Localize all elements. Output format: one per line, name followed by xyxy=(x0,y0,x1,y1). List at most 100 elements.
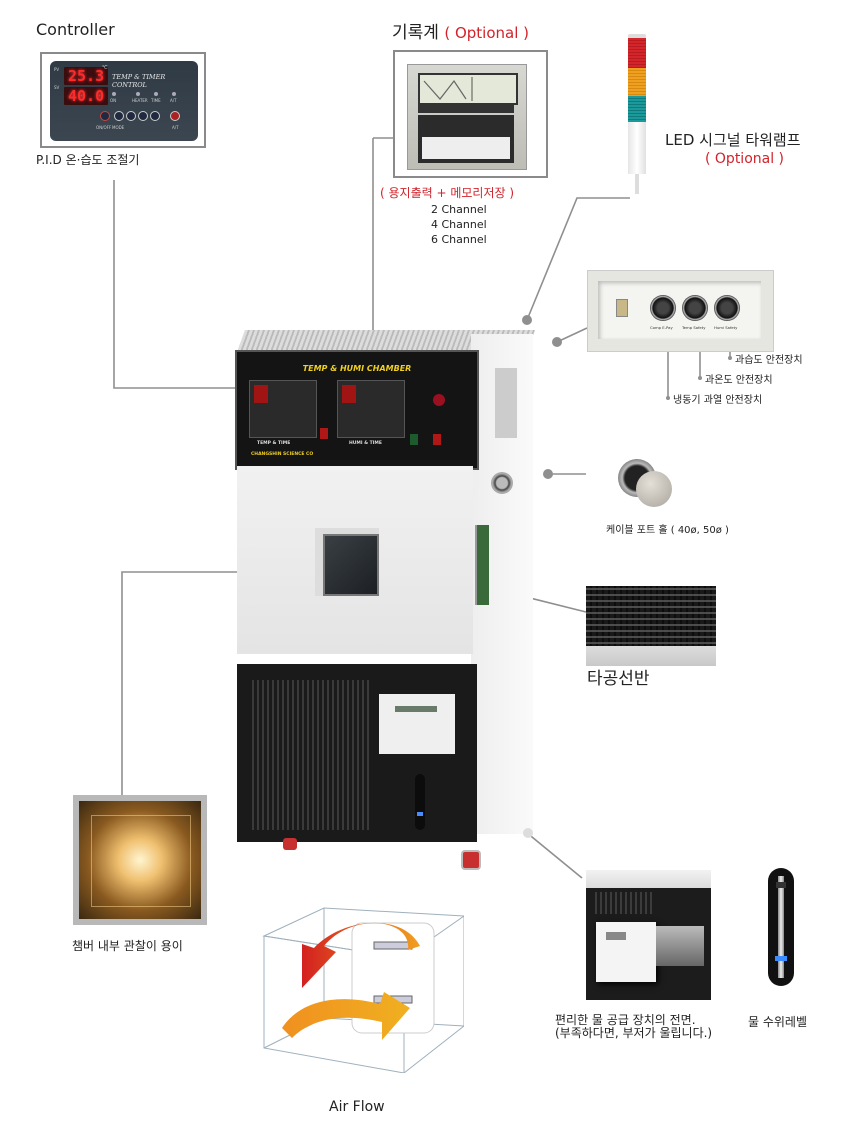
airflow-arrow-bottom xyxy=(282,992,410,1040)
tower-optional: ( Optional ) xyxy=(705,151,785,167)
machine-compartment xyxy=(237,664,477,842)
down-button xyxy=(138,111,148,121)
cable-port-image xyxy=(612,455,672,515)
temp-controller xyxy=(249,380,317,438)
channel-option: 6 Channel xyxy=(431,233,487,246)
caster xyxy=(523,828,533,838)
temp-switch xyxy=(320,428,328,439)
water-level-gauge xyxy=(415,774,425,830)
recorder-keys xyxy=(418,105,514,113)
tower-green-light xyxy=(628,96,646,122)
airflow-arrow-top xyxy=(302,922,420,988)
on-led xyxy=(112,92,116,96)
tower-red-light xyxy=(628,38,646,68)
viewing-window-frame xyxy=(315,528,379,596)
drawer-front xyxy=(596,922,656,982)
chamber-control-panel: TEMP & HUMI CHAMBER TEMP & TIME HUMI & T… xyxy=(235,350,479,470)
at-button xyxy=(170,111,180,121)
sv-display: 40.0 xyxy=(64,87,109,105)
water-supply-caption: 편리한 물 공급 장치의 전면. (부족하다면, 부저가 울립니다.) xyxy=(555,1014,712,1040)
temp-time-label: TEMP & TIME xyxy=(257,441,291,446)
water-supply-caption-line2: (부족하다면, 부저가 울립니다.) xyxy=(555,1026,713,1040)
knob-label: Comp E-Pay xyxy=(650,325,673,330)
mode-button xyxy=(114,111,124,121)
leader-controller xyxy=(113,180,244,389)
recorder-feature: ( 용지출력 + 메모리저장 ) xyxy=(380,186,515,200)
recorder-title-text: 기록계 xyxy=(392,23,439,43)
pv-display: 25.3 xyxy=(64,67,109,85)
cable-port-caption: 케이블 포트 홀 ( 40ø, 50ø ) xyxy=(606,525,729,536)
comp-knob xyxy=(650,295,676,321)
humi-controller xyxy=(337,380,405,438)
tower-amber-light xyxy=(628,68,646,96)
shelf-caption: 타공선반 xyxy=(587,669,650,689)
water-drawer xyxy=(379,694,455,754)
chamber-interior-image xyxy=(73,795,207,925)
at-led xyxy=(172,92,176,96)
recorder-trend-icon xyxy=(423,77,473,101)
power-button xyxy=(100,111,110,121)
safety-panel-image: Comp E-Pay Temp Safety Humi Safety xyxy=(587,270,774,352)
tower-pole xyxy=(635,174,639,194)
safety-panel-inner: Comp E-Pay Temp Safety Humi Safety xyxy=(598,281,761,339)
chamber-image: TEMP & HUMI CHAMBER TEMP & TIME HUMI & T… xyxy=(233,320,553,880)
up-button xyxy=(150,111,160,121)
brand-label: CHANGSHIN SCIENCE CO xyxy=(251,452,314,457)
vent-grille xyxy=(249,680,369,830)
channel-option: 2 Channel xyxy=(431,203,487,216)
at-label: A/T xyxy=(172,125,179,130)
airflow-caption: Air Flow xyxy=(329,1099,385,1115)
humi-safety-caption: 과습도 안전장치 xyxy=(735,355,803,366)
left-button xyxy=(126,111,136,121)
window-caption: 챔버 내부 관찰이 용이 xyxy=(72,939,183,953)
tower-title: LED 시그널 타워램프 xyxy=(665,131,801,149)
temp-knob xyxy=(682,295,708,321)
onoff-label: ON/OFF xyxy=(96,125,112,130)
water-supply-caption-line1: 편리한 물 공급 장치의 전면. xyxy=(555,1013,696,1027)
recorder-paper xyxy=(418,115,514,163)
emergency-button xyxy=(433,394,445,406)
unit-label: ℃ xyxy=(102,65,108,71)
recorder-title: 기록계 ( Optional ) xyxy=(392,18,529,43)
knob-label: Humi Safety xyxy=(714,325,738,330)
knob-label: Temp Safety xyxy=(682,325,706,330)
perforated-shelf-image xyxy=(586,586,716,666)
recorder-body xyxy=(407,64,527,170)
heater-led xyxy=(136,92,140,96)
channel-option: 4 Channel xyxy=(431,218,487,231)
top-vent xyxy=(373,941,413,950)
sv-label: SV xyxy=(54,85,60,90)
recorder-channels: 2 Channel 4 Channel 6 Channel xyxy=(431,202,487,247)
airflow-diagram xyxy=(262,907,464,1073)
caster xyxy=(461,850,481,870)
led-tower-image xyxy=(628,34,648,194)
recorder-image xyxy=(393,50,548,178)
indicator-label: TIME xyxy=(151,98,161,103)
mode-label: MODE xyxy=(112,125,125,130)
controller-title: Controller xyxy=(36,20,115,39)
leader-safety xyxy=(556,327,588,343)
water-level-caption: 물 수위레벨 xyxy=(748,1015,808,1029)
humi-switch xyxy=(410,434,418,445)
buzzer-switch xyxy=(433,434,441,445)
caster xyxy=(283,838,297,850)
time-led xyxy=(154,92,158,96)
recorder-screen xyxy=(418,73,518,105)
controller-panel: PV SV 25.3 40.0 ℃ TEMP & TIMER CONTROL O… xyxy=(50,61,198,141)
comp-safety-caption: 냉동기 과열 안전장치 xyxy=(673,395,763,406)
controller-image: PV SV 25.3 40.0 ℃ TEMP & TIMER CONTROL O… xyxy=(40,52,206,148)
pv-label: PV xyxy=(54,67,60,72)
chamber-panel-title: TEMP & HUMI CHAMBER xyxy=(302,364,412,373)
switch-icon xyxy=(616,299,628,317)
recorder-optional: ( Optional ) xyxy=(444,24,529,42)
indicator-label: A/T xyxy=(170,98,177,103)
water-level-image xyxy=(768,868,794,986)
controller-panel-title: TEMP & TIMER CONTROL xyxy=(112,73,166,89)
viewing-window xyxy=(323,534,379,596)
temp-safety-caption: 과온도 안전장치 xyxy=(705,375,773,386)
tower-base xyxy=(628,122,646,174)
indicator-label: HEATER xyxy=(132,98,148,103)
humi-time-label: HUMI & TIME xyxy=(349,441,382,446)
side-switches xyxy=(495,368,517,438)
indicator-label: ON xyxy=(110,98,117,103)
